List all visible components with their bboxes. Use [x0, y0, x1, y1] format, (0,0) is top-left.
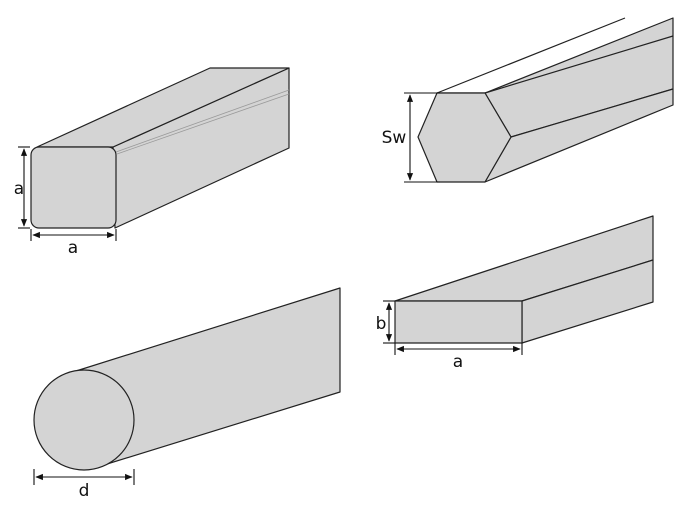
flat-thickness-label: b [376, 314, 387, 334]
round-front-face [33, 369, 135, 471]
flat-dimensions: b a [376, 300, 523, 372]
square-bar [30, 67, 290, 229]
flat-bar [394, 215, 654, 344]
square-front-face [30, 146, 117, 229]
square-width-label: a [68, 238, 78, 258]
round-bar [33, 287, 341, 471]
square-height-label: a [14, 179, 24, 199]
flat-front-face [394, 300, 523, 344]
hexagonal-bar [417, 17, 674, 183]
hexagon-dimensions: Sw [382, 92, 440, 183]
round-dimensions: d [33, 469, 135, 501]
hexagon-front-face [417, 92, 512, 183]
flat-width-label: a [453, 352, 463, 372]
round-diameter-label: d [79, 481, 90, 501]
hexagon-width-label: Sw [382, 128, 407, 148]
square-dimensions: a a [14, 146, 117, 258]
